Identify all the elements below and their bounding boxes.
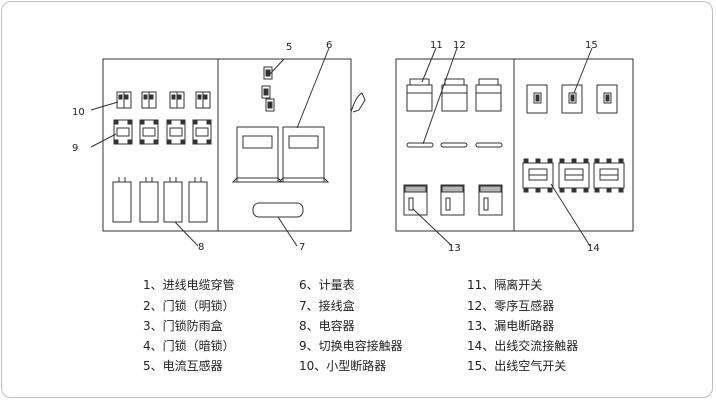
breaker-1 (116, 91, 132, 109)
cable-conduit-icon (350, 92, 366, 113)
legend-item-8: 8、电容器 (299, 319, 355, 333)
meters (231, 126, 330, 183)
callout-15: 15 (585, 40, 598, 51)
air-switch-1 (526, 84, 548, 114)
legend-item-12: 12、零序互感器 (467, 299, 555, 313)
junction-box (252, 202, 304, 218)
callout-13: 13 (448, 243, 461, 254)
mini-breakers (116, 91, 211, 109)
callout-10: 10 (72, 107, 85, 118)
leakage-breakers (403, 184, 503, 216)
legend-item-10: 10、小型断路器 (299, 359, 387, 373)
leakage-breaker-1 (403, 184, 428, 216)
capacitor-1 (112, 177, 132, 223)
capacitors (112, 177, 208, 223)
breaker-2 (141, 91, 157, 109)
ct-2 (261, 85, 271, 99)
legend-item-5: 5、电流互感器 (143, 359, 223, 373)
callout-14: 14 (587, 243, 600, 254)
legend-item-9: 9、切换电容接触器 (299, 339, 403, 353)
legend-item-1: 1、进线电缆穿管 (143, 278, 235, 292)
capacitor-2 (139, 177, 159, 223)
legend-item-14: 14、出线交流接触器 (467, 339, 579, 353)
ac-contactors (522, 158, 625, 193)
meter-2 (277, 126, 330, 183)
callout-8: 8 (198, 242, 204, 253)
legend-item-7: 7、接线盒 (299, 299, 355, 313)
legend-item-11: 11、隔离开关 (467, 278, 543, 292)
contactor-4 (192, 119, 212, 145)
callout-labels: 5 6 10 9 8 7 11 12 15 13 14 (72, 40, 600, 254)
ct-3 (265, 98, 275, 112)
zero-sequence-transformers (406, 142, 503, 148)
breaker-4 (195, 91, 211, 109)
callout-11: 11 (430, 40, 443, 51)
air-switch-3 (596, 84, 618, 114)
left-cabinet-body (102, 58, 352, 232)
isolating-switch-3 (475, 78, 502, 112)
isolating-switch-1 (406, 78, 433, 112)
ac-contactor-3 (593, 158, 625, 193)
isolating-switches (406, 78, 502, 112)
callout-9: 9 (72, 143, 78, 154)
ac-contactor-1 (522, 158, 554, 193)
leakage-breaker-2 (440, 184, 465, 216)
capacitor-3 (163, 177, 183, 223)
legend-item-6: 6、计量表 (299, 278, 355, 292)
contactor-1 (113, 119, 133, 145)
current-transformers (261, 66, 275, 112)
air-switch-2 (561, 84, 583, 114)
meter-1 (231, 126, 284, 183)
zero-ct-3 (475, 142, 503, 148)
legend-item-13: 13、漏电断路器 (467, 319, 555, 333)
callout-6: 6 (326, 40, 332, 51)
legend-item-3: 3、门锁防雨盒 (143, 319, 223, 333)
zero-ct-1 (406, 142, 434, 148)
ac-contactor-2 (558, 158, 590, 193)
isolating-switch-2 (441, 78, 468, 112)
callout-7: 7 (299, 242, 305, 253)
right-cabinet (395, 58, 634, 232)
legend-item-2: 2、门锁（明锁） (143, 299, 235, 313)
leader-lines (90, 47, 593, 247)
left-cabinet (102, 58, 366, 232)
ct-1 (263, 66, 273, 80)
breaker-3 (169, 91, 185, 109)
zero-ct-2 (440, 142, 468, 148)
callout-12: 12 (453, 40, 466, 51)
legend-item-4: 4、门锁（暗锁） (143, 339, 235, 353)
contactor-3 (166, 119, 186, 145)
leakage-breaker-3 (478, 184, 503, 216)
capacitor-contactors (113, 119, 212, 145)
legend-item-15: 15、出线空气开关 (467, 359, 567, 373)
callout-5: 5 (286, 42, 292, 53)
air-switches (526, 84, 618, 114)
capacitor-4 (188, 177, 208, 223)
contactor-2 (139, 119, 159, 145)
